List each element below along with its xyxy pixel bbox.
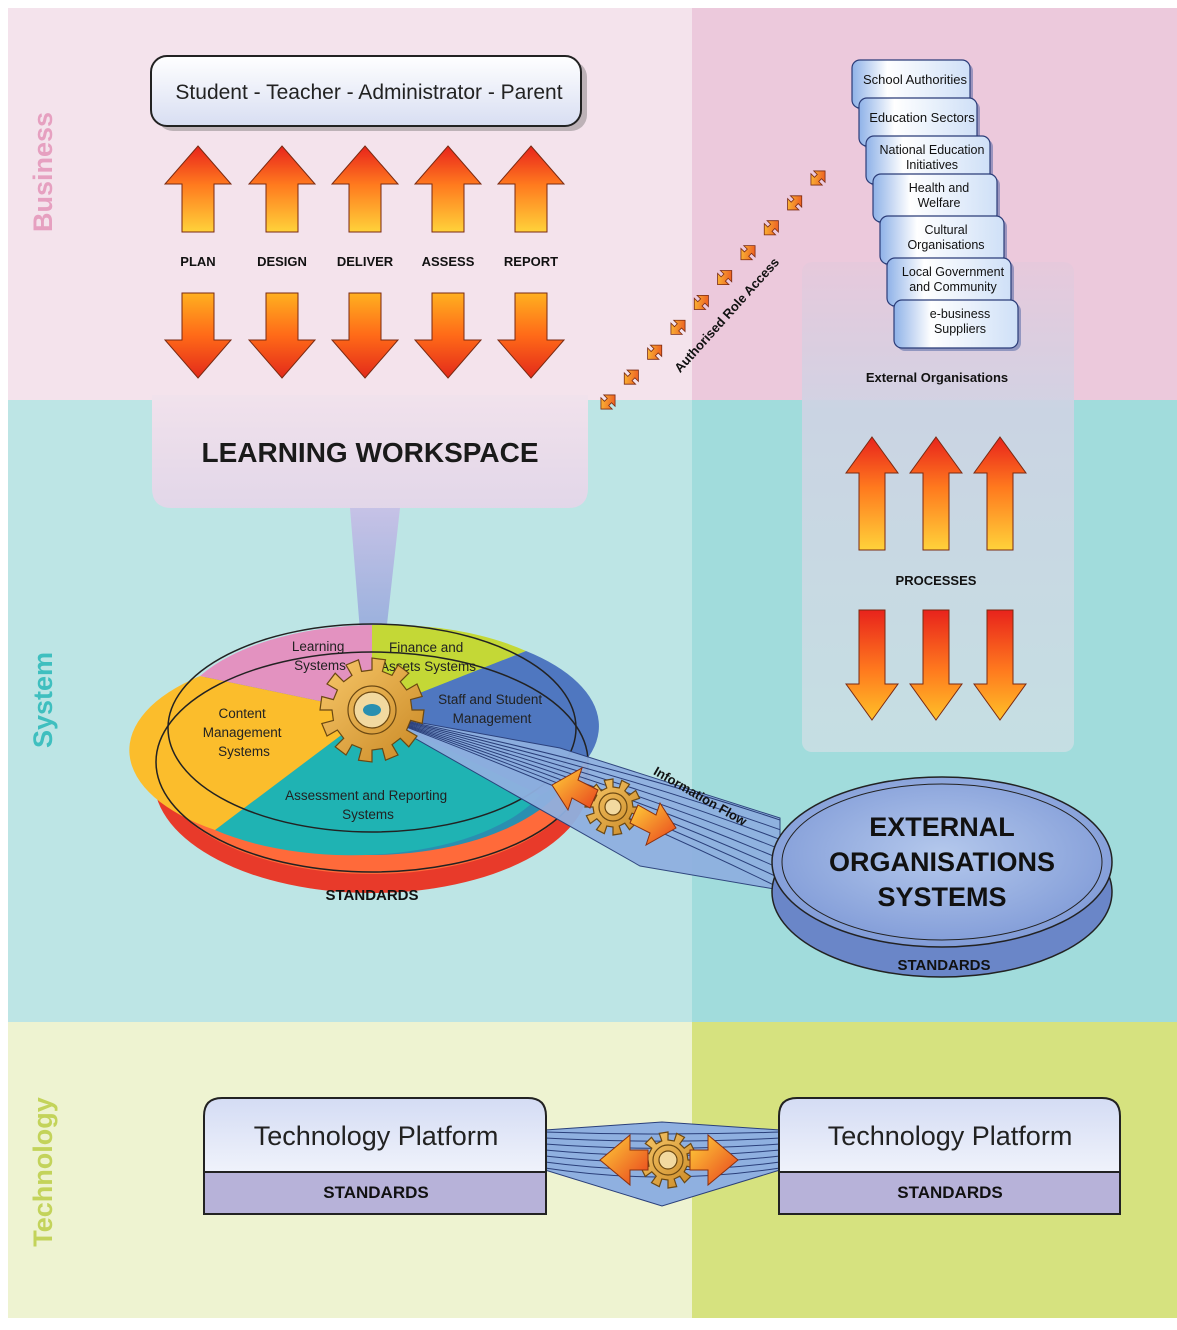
processes-label: PROCESSES <box>896 573 977 588</box>
content-management-label: Content Management Systems <box>203 706 286 759</box>
external-systems-standards: STANDARDS <box>897 957 990 974</box>
technology-platform-left: Technology Platform STANDARDS <box>203 1097 547 1215</box>
activity-label: DESIGN <box>257 254 307 269</box>
down-arrow-icon <box>413 292 483 379</box>
access-arrow-icon <box>647 344 663 360</box>
svg-text:Local Government: Local Government <box>902 265 1005 279</box>
access-arrow-icon <box>763 220 779 236</box>
authorised-access-arrows <box>600 170 826 410</box>
svg-text:e-business: e-business <box>930 307 990 321</box>
learning-systems-label: Learning Systems <box>292 639 348 673</box>
process-up-arrow-icon <box>973 436 1027 551</box>
disc-segment-content <box>129 676 372 830</box>
access-arrow-icon <box>787 195 803 211</box>
activities-group: PLAN DESIGN DELIVER ASSESS REPORT <box>163 145 566 379</box>
external-orgs-caption: External Organisations <box>866 370 1008 385</box>
learning-workspace-title: LEARNING WORKSPACE <box>201 437 538 468</box>
svg-text:School Authorities: School Authorities <box>863 72 968 87</box>
staff-student-label: Staff and Student Management <box>438 692 546 726</box>
technology-layer-label: Technology <box>28 1097 58 1247</box>
business-layer-label: Business <box>28 112 58 232</box>
disc-top-outline <box>167 623 577 833</box>
activity-label: DELIVER <box>337 254 394 269</box>
svg-text:Health and: Health and <box>909 181 970 195</box>
up-arrow-icon <box>247 145 317 233</box>
external-systems-title-line2: ORGANISATIONS <box>829 847 1055 877</box>
down-arrow-icon <box>496 292 566 379</box>
flow-arrow-right-icon <box>629 801 677 847</box>
assessment-reporting-label: Assessment and Reporting Systems <box>285 788 451 822</box>
svg-text:and Community: and Community <box>909 280 997 294</box>
disc-segment-learning <box>200 625 372 712</box>
gear-icon <box>584 778 642 836</box>
access-arrow-icon <box>670 319 686 335</box>
access-arrow-icon <box>810 170 826 186</box>
disc-standards-label: STANDARDS <box>325 887 418 904</box>
technology-platform-right: Technology Platform STANDARDS <box>778 1097 1121 1215</box>
down-arrow-icon <box>163 292 233 379</box>
process-down-arrow-icon <box>845 609 899 721</box>
external-systems-title-line3: SYSTEMS <box>877 882 1006 912</box>
external-systems-disc: EXTERNAL ORGANISATIONS SYSTEMS STANDARDS <box>771 776 1113 978</box>
up-arrow-icon <box>163 145 233 233</box>
up-arrow-icon <box>413 145 483 233</box>
access-arrow-icon <box>740 245 756 261</box>
tech-arrow-right-icon <box>689 1133 739 1187</box>
access-arrow-icon <box>600 394 616 410</box>
access-arrow-icon <box>693 294 709 310</box>
process-up-arrow-icon <box>909 436 963 551</box>
technology-platform-left-title: Technology Platform <box>254 1121 499 1151</box>
svg-text:Organisations: Organisations <box>907 238 984 252</box>
tech-arrow-left-icon <box>599 1133 649 1187</box>
down-arrow-icon <box>247 292 317 379</box>
roles-banner <box>150 55 582 127</box>
process-up-arrow-icon <box>845 436 899 551</box>
roles-banner-text: Student - Teacher - Administrator - Pare… <box>175 81 562 104</box>
process-arrows <box>845 436 1027 721</box>
svg-text:Education Sectors: Education Sectors <box>869 110 975 125</box>
flow-arrow-left-icon <box>551 766 599 812</box>
up-arrow-icon <box>330 145 400 233</box>
disc-segment-assessment <box>215 712 540 856</box>
technology-platform-left-standards: STANDARDS <box>323 1183 428 1202</box>
gear-icon <box>319 657 425 763</box>
technology-platform-right-title: Technology Platform <box>828 1121 1073 1151</box>
external-systems-title-line1: EXTERNAL <box>869 812 1015 842</box>
system-layer-label: System <box>28 652 58 748</box>
systems-disc: Learning Systems Finance and Assets Syst… <box>129 623 599 904</box>
svg-text:Cultural: Cultural <box>924 223 967 237</box>
access-arrow-icon <box>717 270 733 286</box>
technology-platform-right-standards: STANDARDS <box>897 1183 1002 1202</box>
process-down-arrow-icon <box>909 609 963 721</box>
svg-text:National Education: National Education <box>880 143 985 157</box>
finance-assets-label: Finance and Assets Systems <box>380 640 476 674</box>
process-down-arrow-icon <box>973 609 1027 721</box>
svg-text:Initiatives: Initiatives <box>906 158 958 172</box>
activity-label: REPORT <box>504 254 558 269</box>
svg-text:Welfare: Welfare <box>918 196 961 210</box>
down-arrow-icon <box>330 292 400 379</box>
up-arrow-icon <box>496 145 566 233</box>
activity-label: PLAN <box>180 254 215 269</box>
svg-text:Suppliers: Suppliers <box>934 322 986 336</box>
access-arrow-icon <box>623 369 639 385</box>
activity-label: ASSESS <box>422 254 475 269</box>
